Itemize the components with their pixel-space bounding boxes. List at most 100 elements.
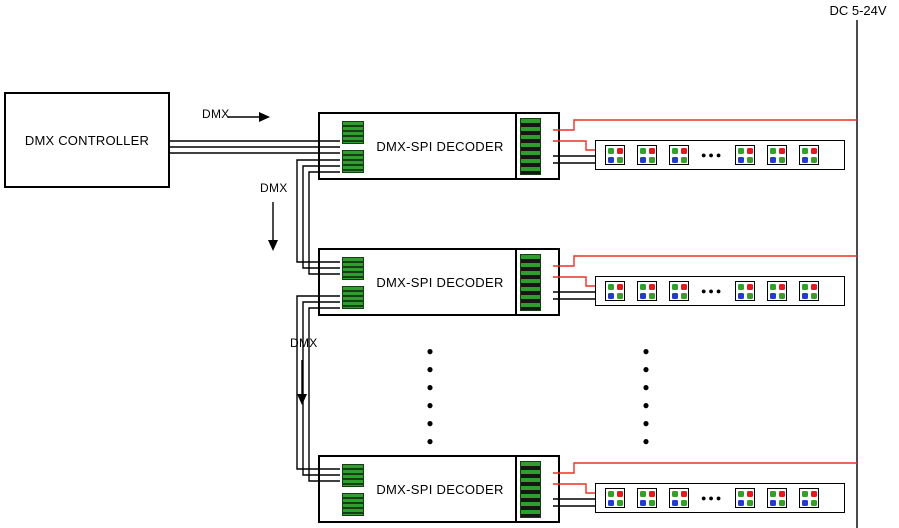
led-chip-dot	[801, 147, 808, 154]
led-chip-dot	[616, 147, 623, 154]
led-chip-dot	[737, 147, 744, 154]
dmx-out-label: DMX	[202, 107, 230, 121]
led-chip-dot	[616, 490, 623, 497]
led-module	[605, 488, 625, 508]
dmx-chain-label-2: DMX	[290, 336, 318, 350]
led-strip-1: ●●●	[595, 140, 845, 170]
led-chip-dot	[801, 499, 808, 506]
power-wire-decoder	[553, 255, 857, 267]
dmx-out-terminal	[342, 493, 364, 516]
led-chip-dot	[746, 292, 753, 299]
led-chip-dot	[746, 283, 753, 290]
led-module	[605, 281, 625, 301]
led-chip-dot	[648, 283, 655, 290]
dmx-spi-decoder-2: DMX-SPI DECODER	[318, 248, 560, 316]
decoder-label: DMX-SPI DECODER	[376, 274, 504, 290]
led-chip-dot	[769, 147, 776, 154]
led-chip-dot	[607, 156, 614, 163]
dmx-in-terminal	[342, 464, 364, 487]
led-module	[605, 145, 625, 165]
led-chip-dot	[769, 292, 776, 299]
dmx-controller-label: DMX CONTROLLER	[24, 132, 150, 148]
dmx-spi-decoder-1: DMX-SPI DECODER	[318, 112, 560, 180]
led-chip-dot	[680, 156, 687, 163]
led-chip-dot	[801, 490, 808, 497]
power-wires	[553, 119, 857, 494]
led-module	[735, 488, 756, 508]
led-chip-dot	[680, 499, 687, 506]
led-module	[637, 488, 657, 508]
led-chip-dot	[746, 490, 753, 497]
led-chip-dot	[680, 490, 687, 497]
led-strip-continuation-dots: ●●●	[701, 285, 724, 296]
led-chip-dot	[680, 147, 687, 154]
dc-voltage-label: DC 5-24V	[829, 3, 887, 18]
led-chip-dot	[769, 283, 776, 290]
led-chip-dot	[810, 156, 817, 163]
led-module	[735, 281, 756, 301]
down-arrowhead-icon	[268, 240, 278, 251]
led-chip-dot	[769, 499, 776, 506]
led-chip-dot	[778, 292, 785, 299]
led-module	[799, 488, 820, 508]
led-chip-dot	[737, 292, 744, 299]
led-chip-dot	[648, 499, 655, 506]
led-module	[669, 145, 689, 165]
dmx-chain-label-1: DMX	[260, 181, 288, 195]
decoder-divider	[515, 457, 517, 521]
led-chip-dot	[607, 292, 614, 299]
led-module	[767, 145, 788, 165]
led-module	[799, 281, 820, 301]
led-chip-dot	[810, 490, 817, 497]
led-chip-dot	[648, 292, 655, 299]
led-module	[669, 488, 689, 508]
led-chip-dot	[810, 292, 817, 299]
led-chip-dot	[671, 147, 678, 154]
led-module	[767, 281, 788, 301]
continuation-dots-left: ●●●●●●	[423, 344, 437, 452]
led-module	[637, 281, 657, 301]
led-module	[669, 281, 689, 301]
led-chip-dot	[639, 499, 646, 506]
right-arrowhead-icon	[259, 112, 270, 122]
led-chip-dot	[810, 147, 817, 154]
dmx-out-terminal	[342, 286, 364, 309]
led-chip-dot	[680, 283, 687, 290]
led-chip-dot	[607, 490, 614, 497]
decoder-divider	[515, 114, 517, 178]
dmx-out-terminal	[342, 150, 364, 173]
led-module	[767, 488, 788, 508]
led-chip-dot	[746, 156, 753, 163]
led-chip-dot	[616, 499, 623, 506]
decoder-label: DMX-SPI DECODER	[376, 138, 504, 154]
led-chip-dot	[671, 499, 678, 506]
led-chip-dot	[648, 490, 655, 497]
dmx-flow-arrowheads	[259, 112, 307, 405]
led-strip-continuation-dots: ●●●	[701, 149, 724, 160]
led-module	[637, 145, 657, 165]
led-chip-dot	[671, 490, 678, 497]
led-chip-dot	[746, 499, 753, 506]
led-chip-dot	[810, 283, 817, 290]
power-wire-decoder	[553, 119, 857, 131]
led-chip-dot	[648, 147, 655, 154]
led-chip-dot	[607, 499, 614, 506]
output-terminal-strip	[520, 461, 541, 518]
led-chip-dot	[801, 283, 808, 290]
led-chip-dot	[801, 292, 808, 299]
dmx-in-terminal	[342, 121, 364, 144]
led-chip-dot	[737, 283, 744, 290]
decoder-divider	[515, 250, 517, 314]
led-chip-dot	[680, 292, 687, 299]
led-strip-continuation-dots: ●●●	[701, 492, 724, 503]
led-chip-dot	[737, 156, 744, 163]
dmx-in-terminal	[342, 257, 364, 280]
led-chip-dot	[639, 147, 646, 154]
led-chip-dot	[671, 283, 678, 290]
led-chip-dot	[607, 283, 614, 290]
dmx-controller: DMX CONTROLLER	[4, 92, 170, 188]
led-chip-dot	[778, 283, 785, 290]
led-chip-dot	[778, 499, 785, 506]
down-arrowhead-icon	[297, 394, 307, 405]
led-chip-dot	[639, 490, 646, 497]
